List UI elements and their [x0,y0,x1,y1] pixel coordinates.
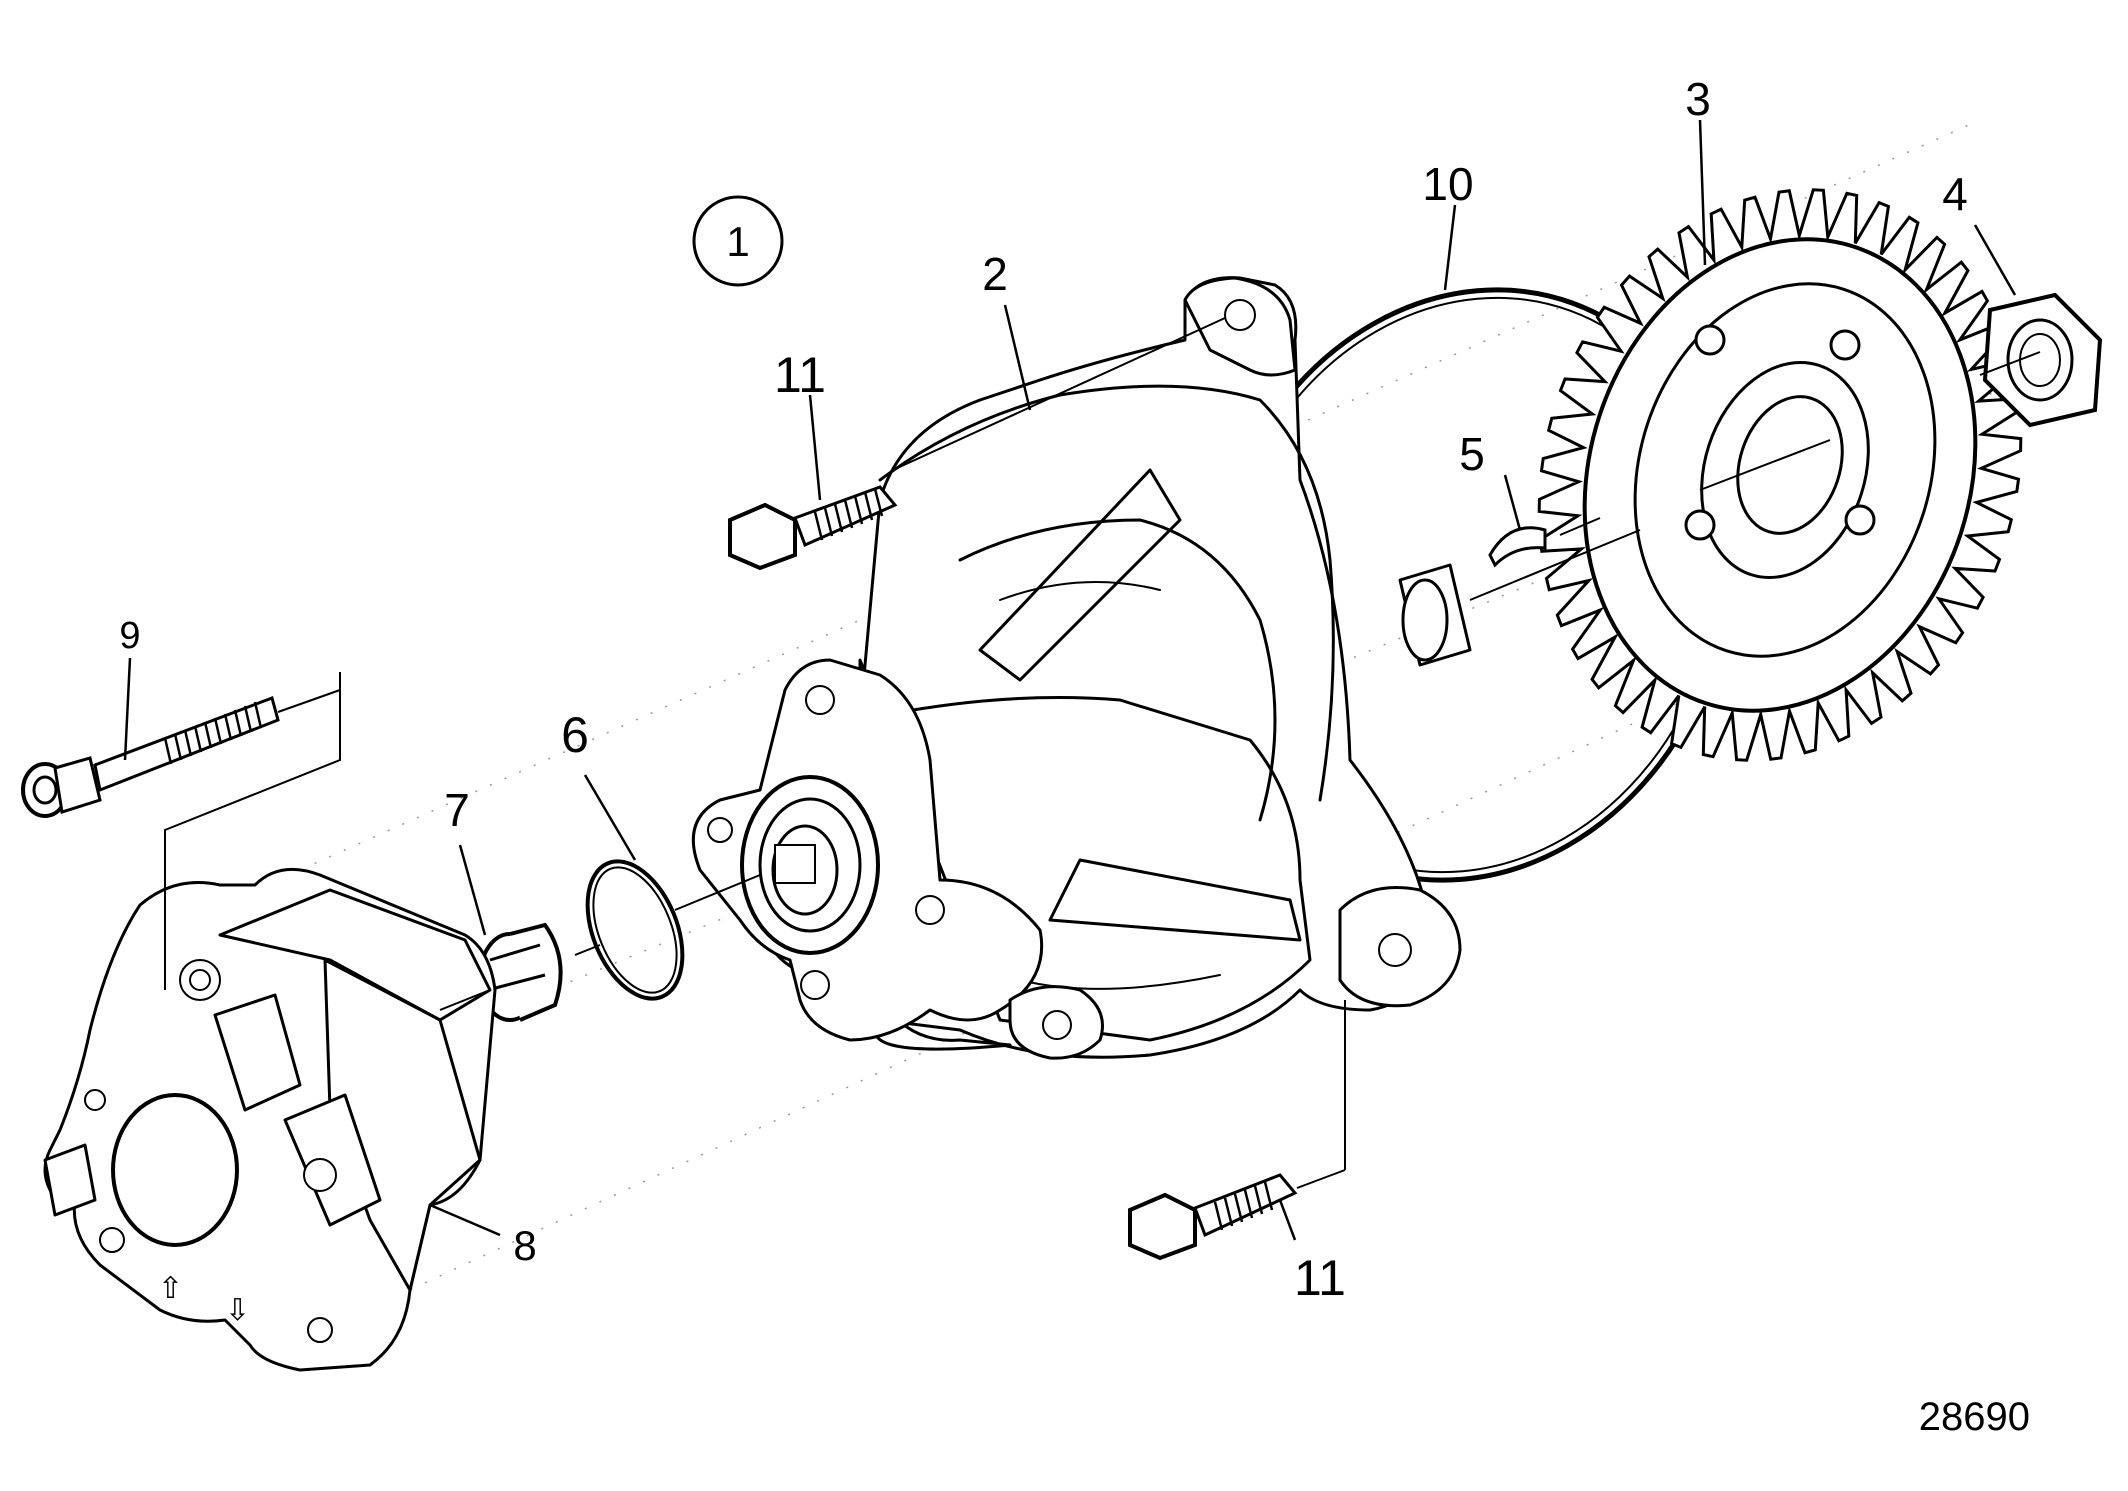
callout-5: 5 [1459,428,1485,480]
callout-3: 3 [1685,73,1711,125]
callout-11-lower: 11 [1294,1250,1346,1306]
flow-arrow-up-icon: ⇧ [158,1271,183,1306]
callout-7: 7 [444,784,470,836]
small-o-ring [585,859,685,1001]
callout-9: 9 [119,615,140,657]
woodruff-key [1488,526,1547,568]
flow-arrow-down-icon: ⇩ [225,1293,250,1328]
callout-6: 6 [561,707,589,763]
group-marker-label: 1 [726,218,749,265]
socket-head-screw [21,696,280,818]
pump-housing [691,276,1472,1060]
drawing-number: 28690 [1919,1395,2030,1439]
assembly-guide-lines [164,317,2041,1189]
callout-10: 10 [1422,158,1473,210]
flange-bolt-lower [1128,1173,1298,1261]
callout-8: 8 [513,1222,536,1269]
callout-11-upper: 11 [774,347,826,403]
group-marker: 1 [692,195,784,287]
castle-nut [1982,292,2103,428]
callout-4: 4 [1942,168,1968,220]
steering-pump: ⇧ ⇩ [43,867,497,1372]
drive-coupling [478,922,563,1022]
callout-labels: 11 2 3 4 5 6 7 8 9 10 11 [119,73,1967,1306]
callout-2: 2 [982,248,1008,300]
leader-lines [123,119,2017,1241]
flange-bolt-upper [728,485,898,571]
drive-gear [1537,188,2023,762]
